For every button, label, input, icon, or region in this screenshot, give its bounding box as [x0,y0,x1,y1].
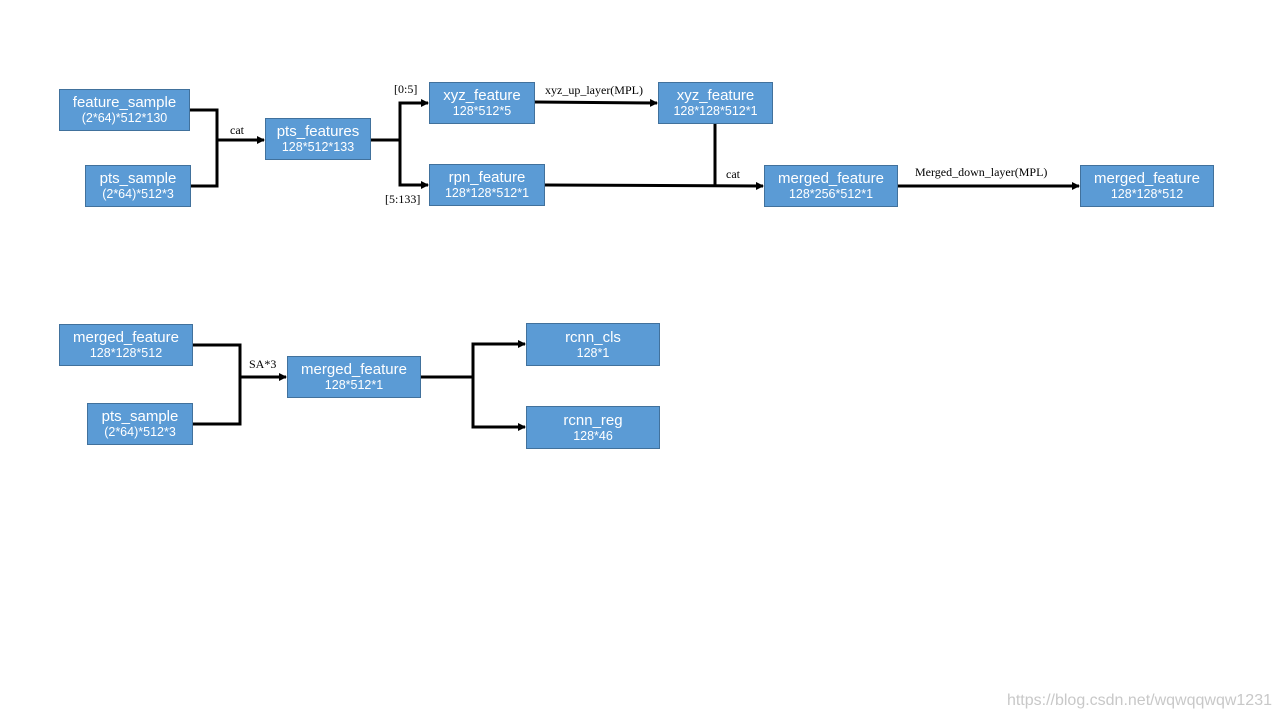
node-shape: 128*46 [573,428,613,443]
node-shape: 128*128*512*1 [444,186,530,201]
node-merged-feature-concat: merged_feature 128*256*512*1 [764,165,898,207]
node-shape: (2*64)*512*3 [102,187,174,202]
node-rcnn-reg: rcnn_reg 128*46 [526,406,660,449]
connector-bottom-join [192,343,242,426]
node-shape: 128*512*5 [452,104,512,119]
watermark: https://blog.csdn.net/wqwqqwqw1231 [1006,692,1272,709]
node-title: rcnn_cls [565,328,621,346]
node-pts-sample-bottom: pts_sample (2*64)*512*3 [87,403,193,445]
node-rcnn-cls: rcnn_cls 128*1 [526,323,660,366]
node-shape: 128*512*133 [281,140,355,155]
node-title: merged_feature [73,329,179,347]
node-title: rcnn_reg [563,411,623,429]
arrow-to-rcnn-reg [471,377,526,431]
connector-feature-sample-to-join [190,108,219,188]
node-merged-feature-out: merged_feature 128*128*512 [1080,165,1214,207]
node-title: pts_sample [99,170,177,188]
node-rpn-feature: rpn_feature 128*128*512*1 [429,164,545,206]
node-merged-feature-input: merged_feature 128*128*512 [59,324,193,366]
node-title: xyz_feature [443,87,521,105]
node-shape: 128*128*512*1 [673,104,758,119]
node-title: feature_sample [72,94,177,112]
node-xyz-feature: xyz_feature 128*512*5 [429,82,535,124]
node-title: rpn_feature [448,169,526,187]
node-shape: 128*512*1 [324,378,384,393]
edge-label-slice-0-5: [0:5] [394,82,418,96]
node-shape: (2*64)*512*130 [81,111,168,126]
edge-label-xyz-up-layer: xyz_up_layer(MPL) [545,83,643,97]
edge-label-merged-down-layer: Merged_down_layer(MPL) [915,165,1048,179]
edge-label-cat: cat [230,123,244,137]
node-shape: 128*1 [576,345,610,360]
node-feature-sample: feature_sample (2*64)*512*130 [59,89,190,131]
node-xyz-feature-upsampled: xyz_feature 128*128*512*1 [658,82,773,124]
node-title: xyz_feature [676,87,755,105]
arrow-to-rcnn-cls [471,340,526,377]
node-shape: (2*64)*512*3 [104,425,176,440]
node-shape: 128*256*512*1 [788,187,874,202]
node-pts-sample: pts_sample (2*64)*512*3 [85,165,191,207]
node-title: merged_feature [778,170,884,188]
node-shape: 128*128*512 [89,346,163,361]
node-shape: 128*128*512 [1110,187,1184,202]
edge-label-cat-merge: cat [726,167,740,181]
arrow-rpn-to-merged [544,181,764,190]
edge-label-slice-5-133: [5:133] [385,192,421,206]
node-title: pts_features [276,123,360,141]
arrow-xyz-up-layer [534,98,658,107]
node-title: pts_sample [101,408,179,426]
node-title: merged_feature [301,361,407,379]
node-merged-feature-sa: merged_feature 128*512*1 [287,356,421,398]
node-title: merged_feature [1094,170,1200,188]
edge-label-sa3: SA*3 [249,357,277,371]
arrow-to-rpn-feature [398,140,429,189]
node-pts-features: pts_features 128*512*133 [265,118,371,160]
arrow-to-xyz-feature [398,99,429,140]
